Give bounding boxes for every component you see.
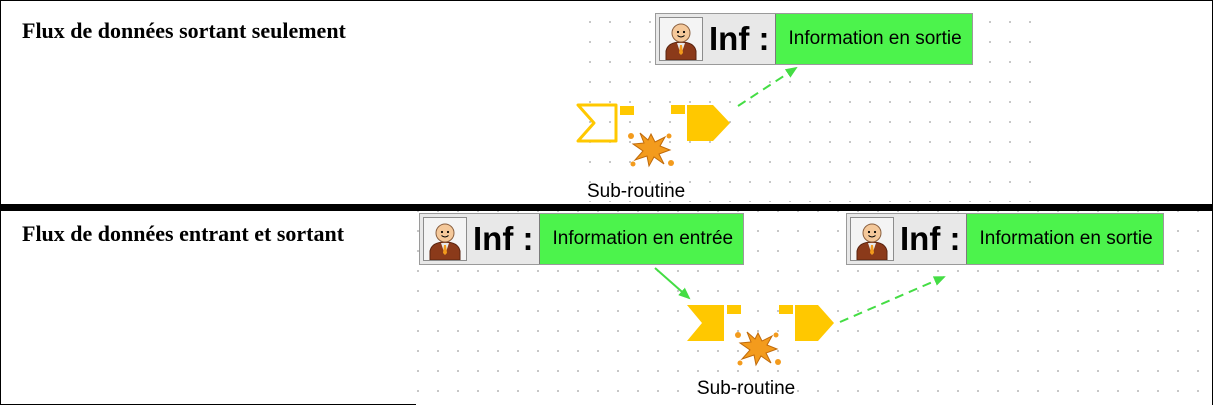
info-prefix: Inf : (473, 220, 534, 257)
person-icon (850, 217, 894, 261)
row-outgoing-only: Flux de données sortant seulement (0, 0, 1213, 205)
info-prefix: Inf : (709, 20, 770, 57)
info-text: Information en entrée (539, 214, 744, 264)
row-label: Flux de données sortant seulement (22, 18, 346, 43)
info-text: Information en sortie (966, 214, 1163, 264)
info-label-output[interactable]: Inf : Information en sortie (846, 213, 1164, 265)
subroutine-label: Sub-routine (587, 181, 686, 202)
row-label: Flux de données entrant et sortant (22, 221, 345, 246)
person-icon (659, 17, 703, 61)
subroutine-label: Sub-routine (697, 378, 796, 399)
row-separator (0, 205, 1213, 209)
info-text: Information en sortie (775, 14, 972, 64)
info-prefix: Inf : (900, 220, 961, 257)
info-label-input[interactable]: Inf : Information en entrée (419, 213, 745, 265)
person-icon (423, 217, 467, 261)
info-label-output[interactable]: Inf : Information en sortie (655, 13, 973, 65)
